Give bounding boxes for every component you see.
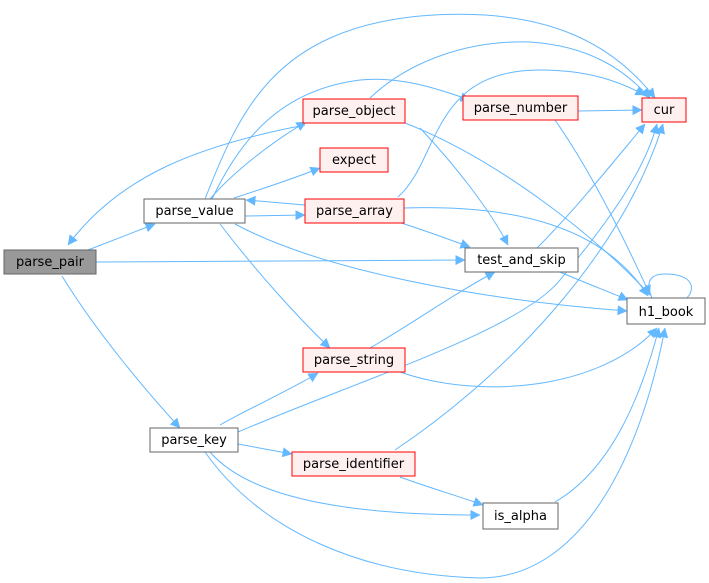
nodes-layer: parse_pair parse_value parse_key parse_o… [3,95,706,530]
edge-parse_array-cur [397,69,646,198]
node-cur[interactable]: cur [641,97,687,123]
node-label: test_and_skip [477,253,566,268]
node-parse_identifier[interactable]: parse_identifier [291,451,416,477]
edge-h1_book-h1_book [648,273,693,309]
edge-parse_key-cur [237,123,660,433]
node-label: parse_key [161,433,227,448]
node-label: h1_book [639,305,694,320]
node-parse_object[interactable]: parse_object [302,98,406,124]
edge-parse_object-h1_book [404,122,651,296]
edge-parse_key-is_alpha [209,451,481,520]
edge-parse_array-test_and_skip [397,221,471,249]
edge-parse_key-h1_book [204,327,669,579]
edges-layer [61,13,693,579]
edge-test_and_skip-h1_book [559,271,629,301]
edge-parse_number-h1_book [554,119,651,296]
edge-test_and_skip-cur [536,123,646,249]
edge-parse_value-h1_book [234,223,628,316]
edge-parse_value-expect [233,166,321,199]
edge-parse_pair-test_and_skip [95,255,466,266]
node-parse_key[interactable]: parse_key [149,427,239,453]
edge-parse_array-h1_book [403,207,649,297]
node-label: parse_identifier [303,457,405,472]
edge-parse_key-parse_string [219,372,319,426]
edge-parse_object-test_and_skip [419,127,509,246]
node-parse_pair[interactable]: parse_pair [3,249,97,275]
node-label: parse_string [314,353,394,368]
node-parse_number[interactable]: parse_number [462,95,579,121]
node-label: parse_object [313,104,396,119]
node-label: parse_number [474,101,568,116]
node-label: expect [332,153,376,168]
edge-parse_pair-parse_key [61,275,181,429]
edge-parse_array-parse_value [245,195,306,206]
node-label: cur [654,103,675,118]
node-label: parse_array [316,204,393,219]
node-label: parse_value [155,204,233,219]
edge-parse_value-cur [204,13,656,200]
node-label: is_alpha [494,509,547,524]
edge-is_alpha-h1_book [554,327,662,503]
edge-parse_identifier-cur [394,123,665,451]
edge-parse_key-parse_identifier [237,443,293,458]
edge-parse_pair-parse_value [87,222,156,251]
node-test_and_skip[interactable]: test_and_skip [464,247,579,273]
edge-parse_string-test_and_skip [369,271,496,349]
node-is_alpha[interactable]: is_alpha [482,502,559,530]
node-label: parse_pair [16,255,85,270]
edge-parse_value-parse_number [211,78,471,200]
node-parse_array[interactable]: parse_array [304,198,405,224]
edge-parse_value-parse_string [219,223,331,349]
node-h1_book[interactable]: h1_book [626,297,706,325]
edge-parse_value-parse_object [209,121,307,200]
edge-parse_string-h1_book [399,327,658,388]
edge-parse_object-parse_pair [67,124,306,246]
edge-parse_identifier-is_alpha [399,476,484,507]
node-parse_value[interactable]: parse_value [143,198,246,224]
edge-parse_object-cur [369,41,651,99]
edge-parse_number-cur [577,105,643,116]
node-expect[interactable]: expect [319,147,389,173]
edge-parse_value-parse_array [244,210,306,221]
node-parse_string[interactable]: parse_string [302,347,406,373]
